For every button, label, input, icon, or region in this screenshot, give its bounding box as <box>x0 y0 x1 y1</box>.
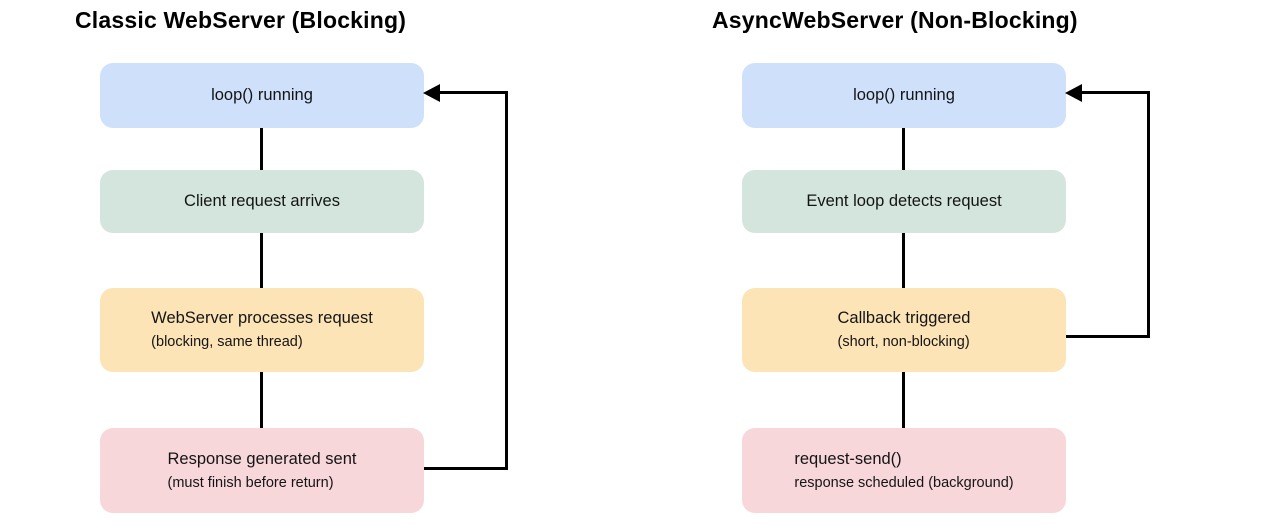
node-label: Callback triggered <box>837 309 971 328</box>
connector-line <box>902 128 905 170</box>
node-response-sent: Response generated sent (must finish bef… <box>100 428 424 513</box>
node-sublabel: (blocking, same thread) <box>151 334 303 351</box>
node-label: WebServer processes request <box>151 309 373 328</box>
feedback-loop-line <box>424 467 508 470</box>
node-text: Client request arrives <box>184 191 340 212</box>
node-text: loop() running <box>211 85 313 106</box>
connector-line <box>902 372 905 428</box>
connector-line <box>902 233 905 288</box>
node-sublabel: (must finish before return) <box>167 474 334 491</box>
node-label: Response generated sent <box>167 449 357 468</box>
connector-line <box>260 372 263 428</box>
node-label: loop() running <box>211 86 313 105</box>
node-label: Event loop detects request <box>806 192 1002 211</box>
node-label: request-send() <box>794 449 902 468</box>
feedback-loop-line <box>1066 335 1150 338</box>
node-text: request-send() response scheduled (backg… <box>794 449 1013 492</box>
feedback-loop-line <box>1080 91 1150 94</box>
node-text: Callback triggered (short, non-blocking) <box>838 308 971 351</box>
feedback-loop-line <box>438 91 508 94</box>
arrow-left-icon <box>1065 84 1082 102</box>
node-callback-triggered: Callback triggered (short, non-blocking) <box>742 288 1066 372</box>
node-text: loop() running <box>853 85 955 106</box>
node-request-send: request-send() response scheduled (backg… <box>742 428 1066 513</box>
node-sublabel: response scheduled (background) <box>794 474 1014 491</box>
connector-line <box>260 233 263 288</box>
panel-async-webserver: AsyncWebServer (Non-Blocking) loop() run… <box>642 0 1265 525</box>
node-loop-running: loop() running <box>100 63 424 128</box>
node-text: Response generated sent (must finish bef… <box>168 449 357 492</box>
node-label: loop() running <box>853 86 955 105</box>
panel-title: AsyncWebServer (Non-Blocking) <box>712 7 1078 33</box>
feedback-loop-line <box>505 91 508 470</box>
node-text: WebServer processes request (blocking, s… <box>151 308 373 351</box>
node-loop-running: loop() running <box>742 63 1066 128</box>
node-sublabel: (short, non-blocking) <box>837 334 970 351</box>
node-process-request: WebServer processes request (blocking, s… <box>100 288 424 372</box>
node-event-loop-detects: Event loop detects request <box>742 170 1066 233</box>
node-client-request: Client request arrives <box>100 170 424 233</box>
connector-line <box>260 128 263 170</box>
node-text: Event loop detects request <box>806 191 1001 212</box>
panel-title: Classic WebServer (Blocking) <box>75 7 407 33</box>
arrow-left-icon <box>423 84 440 102</box>
panel-classic-webserver: Classic WebServer (Blocking) loop() runn… <box>75 7 508 513</box>
node-label: Client request arrives <box>184 192 340 211</box>
feedback-loop-line <box>1147 91 1150 338</box>
